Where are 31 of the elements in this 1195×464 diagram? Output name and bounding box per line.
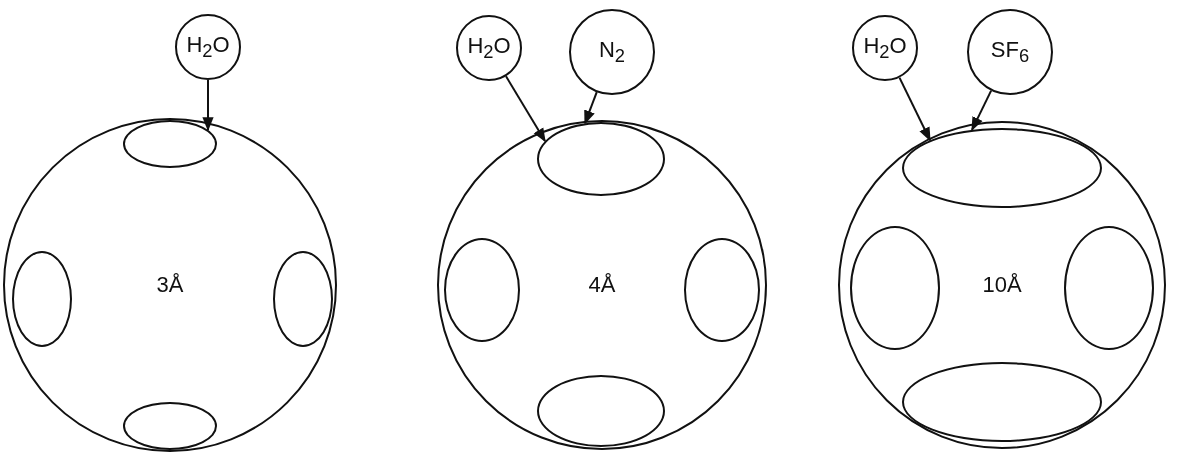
molecule-circle bbox=[852, 15, 918, 81]
pore-ellipse bbox=[123, 402, 217, 450]
pore-size-label: 3Å bbox=[156, 272, 184, 298]
molecule-label: N$_{2}$ bbox=[598, 36, 626, 68]
pore-ellipse bbox=[537, 122, 665, 196]
molecule-label: SF$_{6}$ bbox=[990, 36, 1030, 68]
pore-ellipse bbox=[1064, 226, 1154, 350]
molecule-circle bbox=[967, 9, 1053, 95]
pore-size-label: 10Å bbox=[982, 272, 1022, 298]
arrow bbox=[971, 89, 993, 132]
pore-ellipse bbox=[684, 238, 760, 342]
molecule-circle bbox=[175, 14, 241, 80]
pore-ellipse bbox=[902, 362, 1102, 442]
arrow bbox=[505, 75, 546, 143]
pore-size-label: 4Å bbox=[588, 272, 616, 298]
pore-ellipse bbox=[850, 226, 940, 350]
molecule-circle bbox=[569, 9, 655, 95]
pore-ellipse bbox=[12, 251, 72, 347]
sphere-circle bbox=[838, 121, 1166, 449]
pore-ellipse bbox=[444, 238, 520, 342]
sphere-circle bbox=[3, 118, 337, 452]
pore-ellipse bbox=[273, 251, 333, 347]
pore-ellipse bbox=[902, 128, 1102, 208]
pore-ellipse bbox=[537, 375, 665, 447]
molecule-label: H$_{2}$O bbox=[467, 32, 511, 64]
sphere-circle bbox=[437, 120, 767, 450]
molecule-label: H$_{2}$O bbox=[863, 32, 907, 64]
arrow bbox=[202, 79, 214, 132]
pore-ellipse bbox=[123, 120, 217, 168]
molecule-circle bbox=[456, 15, 522, 81]
molecule-label: H$_{2}$O bbox=[186, 31, 230, 63]
